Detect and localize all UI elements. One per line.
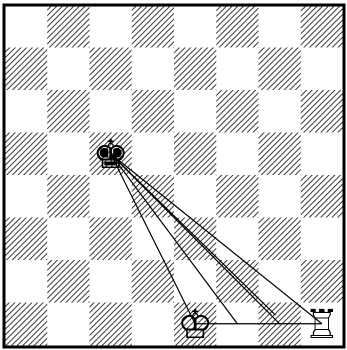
square-h2[interactable]: [301, 260, 344, 303]
square-h5[interactable]: [301, 133, 344, 176]
square-f7[interactable]: [216, 48, 259, 91]
board-squares: [5, 5, 344, 346]
square-g4[interactable]: [259, 175, 302, 218]
square-a7[interactable]: [5, 48, 48, 91]
square-c4[interactable]: [90, 175, 133, 218]
square-b3[interactable]: [47, 218, 90, 261]
square-h8[interactable]: [301, 5, 344, 48]
square-c8[interactable]: [90, 5, 133, 48]
square-e5[interactable]: [174, 133, 217, 176]
square-d2[interactable]: [132, 260, 175, 303]
square-a6[interactable]: [5, 90, 48, 133]
square-d6[interactable]: [132, 90, 175, 133]
square-e4[interactable]: [174, 175, 217, 218]
square-f3[interactable]: [216, 218, 259, 261]
square-f6[interactable]: [216, 90, 259, 133]
square-c2[interactable]: [90, 260, 133, 303]
square-a3[interactable]: [5, 218, 48, 261]
square-g7[interactable]: [259, 48, 302, 91]
square-a5[interactable]: [5, 133, 48, 176]
square-g2[interactable]: [259, 260, 302, 303]
square-c6[interactable]: [90, 90, 133, 133]
black-king-icon[interactable]: ♚: [93, 132, 129, 178]
square-d8[interactable]: [132, 5, 175, 48]
white-king-icon[interactable]: ♔: [177, 302, 213, 348]
square-c3[interactable]: [90, 218, 133, 261]
square-d5[interactable]: [132, 133, 175, 176]
square-b7[interactable]: [47, 48, 90, 91]
square-a2[interactable]: [5, 260, 48, 303]
square-d1[interactable]: [132, 303, 175, 346]
square-g3[interactable]: [259, 218, 302, 261]
square-h6[interactable]: [301, 90, 344, 133]
square-g8[interactable]: [259, 5, 302, 48]
square-h4[interactable]: [301, 175, 344, 218]
square-e8[interactable]: [174, 5, 217, 48]
square-a4[interactable]: [5, 175, 48, 218]
square-c1[interactable]: [90, 303, 133, 346]
square-h3[interactable]: [301, 218, 344, 261]
square-b6[interactable]: [47, 90, 90, 133]
square-f4[interactable]: [216, 175, 259, 218]
square-b8[interactable]: [47, 5, 90, 48]
square-g5[interactable]: [259, 133, 302, 176]
square-c7[interactable]: [90, 48, 133, 91]
square-d7[interactable]: [132, 48, 175, 91]
square-b2[interactable]: [47, 260, 90, 303]
square-b4[interactable]: [47, 175, 90, 218]
square-f8[interactable]: [216, 5, 259, 48]
square-b5[interactable]: [47, 133, 90, 176]
square-a8[interactable]: [5, 5, 48, 48]
square-f5[interactable]: [216, 133, 259, 176]
square-e7[interactable]: [174, 48, 217, 91]
square-a1[interactable]: [5, 303, 48, 346]
white-rook-icon[interactable]: ♖: [304, 302, 340, 348]
square-h7[interactable]: [301, 48, 344, 91]
square-b1[interactable]: [47, 303, 90, 346]
square-g6[interactable]: [259, 90, 302, 133]
square-e6[interactable]: [174, 90, 217, 133]
